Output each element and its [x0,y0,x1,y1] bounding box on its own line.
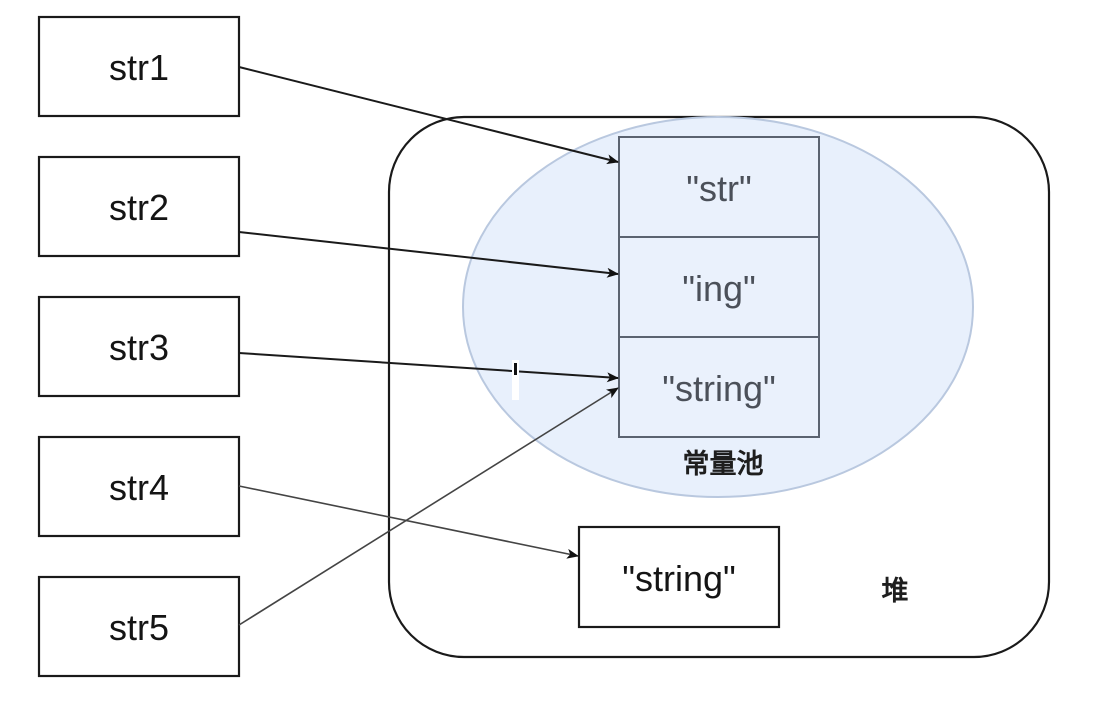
var-box-str2: str2 [37,155,241,258]
pool-cell-str-label: "str" [686,168,752,209]
arrow-str5-to-pool-string [238,387,619,626]
var-str2-label: str2 [109,187,169,228]
var-box-str3: str3 [37,295,241,398]
text-cursor-icon [512,360,519,400]
arrow-str4-to-heap-string [238,485,579,559]
arrow-str3-to-pool-string [238,352,619,383]
var-str3-label: str3 [109,327,169,368]
pool-cell-string: "string" [618,336,820,438]
heap-label: 堆 [882,576,909,607]
constant-pool-label: 常量池 [683,449,764,480]
var-str4-label: str4 [109,467,169,508]
heap-object-string: "string" [577,525,781,629]
heap-object-string-label: "string" [622,558,736,599]
var-box-str5: str5 [37,575,241,678]
pool-cell-str: "str" [618,136,820,238]
var-box-str1: str1 [37,15,241,118]
var-str5-label: str5 [109,607,169,648]
arrow-str1-to-pool-str [238,66,619,165]
arrow-str2-to-pool-ing [238,231,619,278]
pool-cell-ing-label: "ing" [682,268,756,309]
pool-cell-ing: "ing" [618,236,820,338]
pool-cell-string-label: "string" [662,368,776,409]
var-str1-label: str1 [109,47,169,88]
var-box-str4: str4 [37,435,241,538]
